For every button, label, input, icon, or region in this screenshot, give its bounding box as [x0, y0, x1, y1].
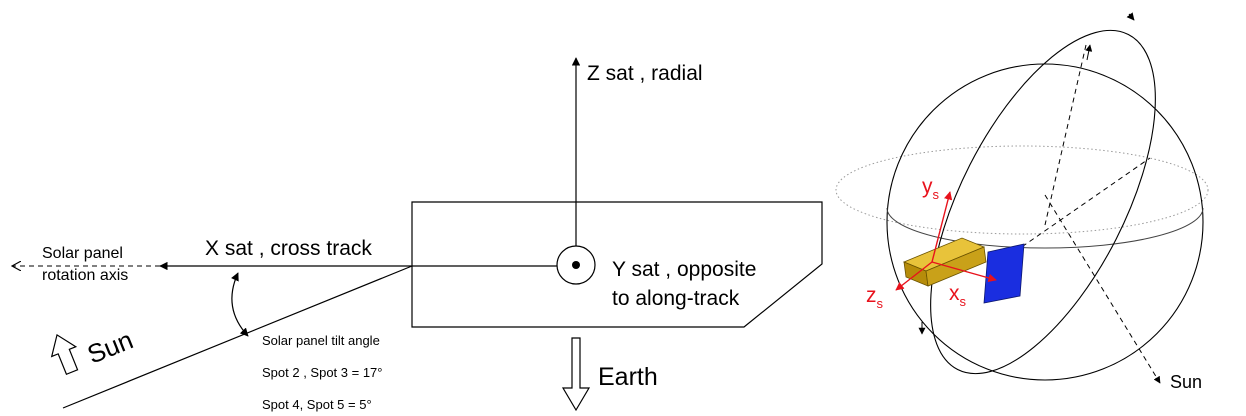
axis-zs-letter: z	[866, 284, 877, 307]
earth-label: Earth	[598, 363, 658, 391]
orbit-normal-dashed	[1044, 44, 1087, 226]
axis-zs-subscript: s	[877, 296, 884, 311]
solar-axis-label-line1: Solar panel	[42, 245, 123, 262]
axis-ys-subscript: s	[933, 187, 940, 202]
earth-down-arrow-icon	[561, 337, 591, 412]
y-axis-label-line1: Y sat , opposite	[612, 258, 756, 281]
y-axis-symbol-dot	[572, 261, 580, 269]
axis-xs-letter: x	[949, 282, 960, 305]
z-axis-label: Z sat , radial	[587, 62, 703, 85]
satellite-body-outline	[411, 201, 823, 328]
axis-xs-label: xs	[949, 282, 967, 309]
orbit-ellipse	[930, 29, 1156, 375]
axis-zs-label: zs	[866, 284, 884, 311]
sun-label-left: Sun	[83, 324, 137, 369]
sun-label-right: Sun	[1170, 372, 1202, 392]
axis-xs-arrow	[931, 261, 997, 282]
axis-ys-arrow	[931, 191, 953, 263]
dashed-ray-upper-right	[999, 157, 1151, 263]
sun-direction-line	[62, 265, 413, 409]
satellite-frame-diagram: Z sat , radial Y sat , opposite to along…	[12, 57, 823, 412]
solar-axis-label-line2: rotation axis	[42, 267, 128, 284]
celestial-sphere	[886, 63, 1204, 381]
axis-xs-subscript: s	[960, 294, 967, 309]
tilt-angle-title: Solar panel tilt angle	[262, 333, 380, 348]
sun-arrow-left	[50, 333, 79, 376]
axis-ys-letter: y	[922, 175, 933, 198]
sun-direction-dashed	[1044, 194, 1161, 384]
hollow-up-arrow-icon	[50, 333, 79, 376]
tilt-angle-arc	[231, 272, 249, 337]
equatorial-plane-ellipse	[835, 145, 1209, 235]
tilt-angle-value-2: Spot 4, Spot 5 = 5°	[262, 397, 372, 412]
tilt-angle-value-1: Spot 2 , Spot 3 = 17°	[262, 365, 382, 380]
axis-ys-label: ys	[922, 175, 940, 202]
solar-panel	[983, 243, 1025, 304]
orbit-sphere-diagram: Sun ys zs xs	[835, 12, 1209, 392]
orbit-direction-arrow	[1126, 12, 1135, 21]
axis-zs-arrow	[895, 261, 933, 291]
bus-side-face	[925, 246, 987, 287]
x-axis-label: X sat , cross track	[205, 237, 372, 260]
y-axis-label-line2: to along-track	[612, 287, 740, 310]
orbit-normal-arrow	[1085, 44, 1093, 61]
equator-front-arc	[886, 207, 1204, 249]
satellite-bus	[902, 237, 987, 287]
